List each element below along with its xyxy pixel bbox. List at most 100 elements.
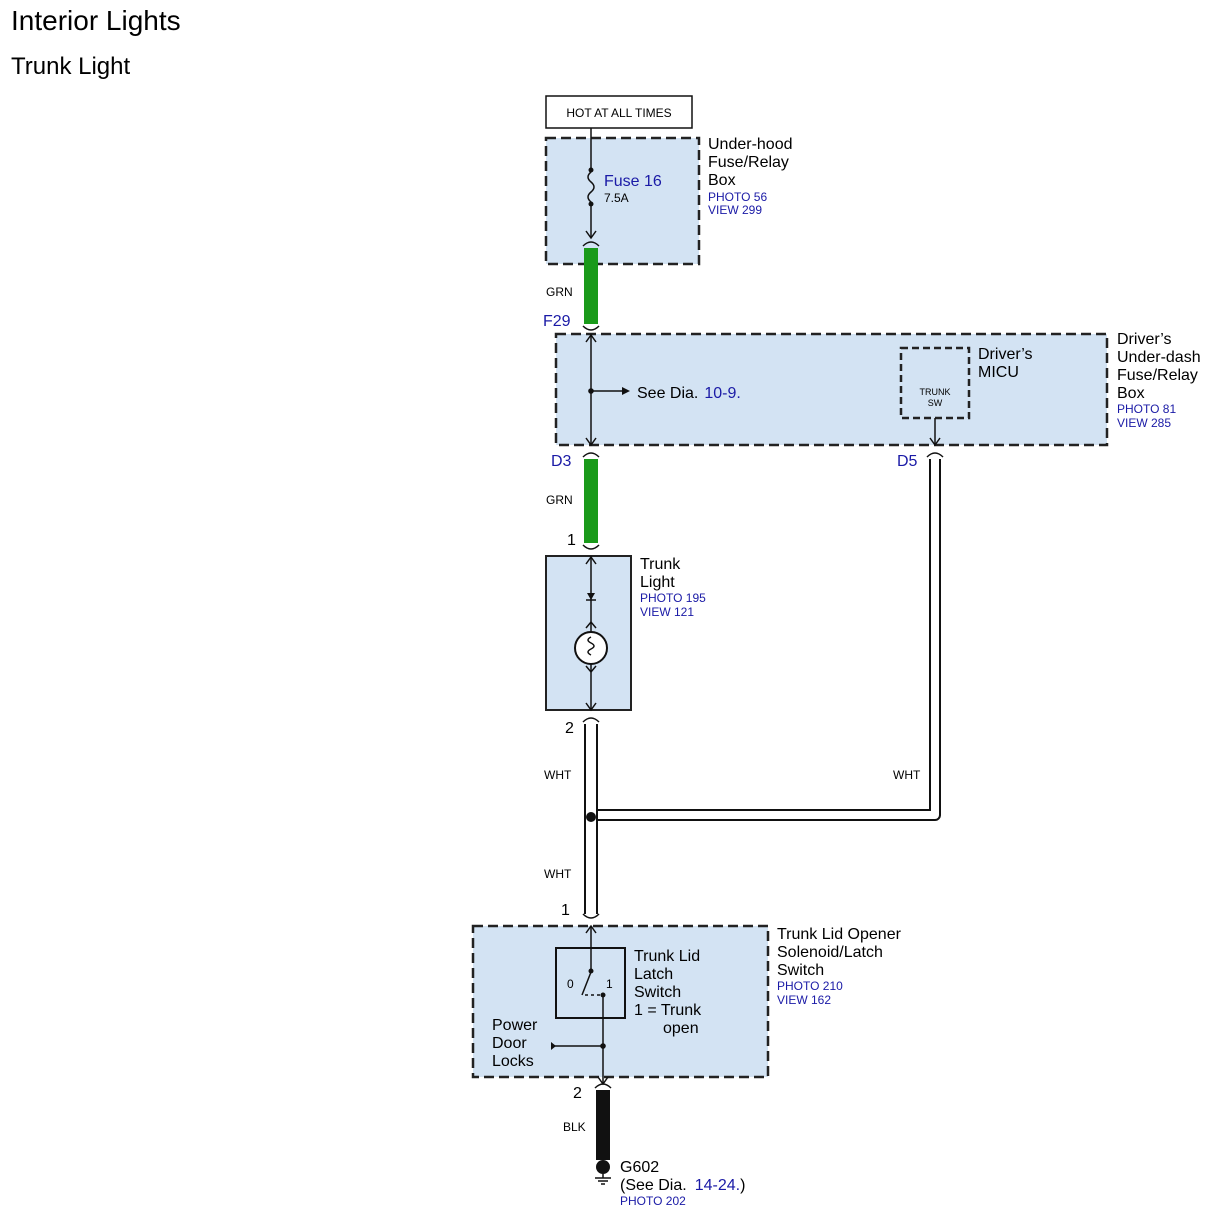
latch-switch-label-4: 1 = Trunk [634, 1002, 702, 1019]
pin-latch-1: 1 [561, 902, 570, 919]
latch-switch-label-3: Switch [634, 984, 681, 1001]
pdl-splice-dot [600, 1043, 606, 1049]
wire-label-wht-lower: WHT [544, 867, 572, 881]
see-dia-text: See Dia. 10-9. [637, 385, 741, 402]
latch-switch-label-2: Latch [634, 966, 673, 983]
switch-pivot [588, 968, 594, 974]
switch-contact [600, 992, 606, 998]
trunk-light-box [545, 555, 632, 711]
underhood-label-3: Box [708, 172, 736, 189]
underhood-fuse-box [544, 136, 701, 266]
pin-d5: D5 [897, 453, 918, 470]
pin-d3: D3 [551, 453, 572, 470]
hot-label-box [545, 95, 693, 129]
underhood-label-2: Fuse/Relay [708, 154, 789, 171]
connector-cap-d3 [582, 452, 600, 458]
arrow-up-icon [585, 924, 597, 934]
micu-label-1: Driver’s [978, 346, 1033, 363]
underhood-photo: PHOTO 56 [708, 190, 767, 204]
connector-cap-latch-2 [594, 1083, 612, 1089]
hot-label: HOT AT ALL TIMES [566, 106, 671, 120]
wht-wire-d5-outline [591, 459, 941, 821]
wire-label-wht-left: WHT [544, 768, 572, 782]
bulb-filament [587, 636, 595, 656]
connector-cap-f29 [582, 325, 600, 331]
latch-switch-label-1: Trunk Lid [634, 948, 700, 965]
wire-label-grn-mid: GRN [546, 493, 573, 507]
page-subtitle: Trunk Light [11, 53, 131, 80]
fuse-icon [587, 171, 595, 203]
arrow-down-icon [929, 437, 941, 447]
underdash-photo: PHOTO 81 [1117, 402, 1176, 416]
connector-cap-light-2 [582, 717, 600, 723]
diode-icon [587, 593, 595, 600]
latch-switch-label-5: open [663, 1020, 699, 1037]
fuse-terminal-top [588, 167, 594, 173]
connector-cap-d5 [926, 452, 944, 458]
trunk-light-label-2: Light [640, 574, 675, 591]
underdash-label-4: Box [1117, 385, 1145, 402]
see-dia-ref: 10-9. [704, 385, 740, 402]
latch-box-photo: PHOTO 210 [777, 979, 843, 993]
latch-box-view: VIEW 162 [777, 993, 831, 1007]
ground-see-prefix: (See Dia. [620, 1177, 687, 1194]
switch-pos-0: 0 [567, 977, 574, 991]
pdl-label-3: Locks [492, 1053, 534, 1070]
latch-box-label-2: Solenoid/Latch [777, 944, 883, 961]
arrow-down-icon [585, 230, 597, 240]
wire-label-wht-right: WHT [893, 768, 921, 782]
ground-see-suffix: ) [740, 1177, 745, 1194]
ground-terminal [596, 1160, 610, 1174]
see-dia-prefix: See Dia. [637, 385, 698, 402]
underdash-view: VIEW 285 [1117, 416, 1171, 430]
underhood-view: VIEW 299 [708, 203, 762, 217]
grn-wire-mid [584, 459, 598, 543]
page-title: Interior Lights [11, 5, 181, 36]
connector-cap-latch-1 [582, 913, 600, 919]
fuse-terminal-bottom [588, 201, 594, 207]
underhood-label-1: Under-hood [708, 136, 793, 153]
bulb-icon [574, 631, 608, 665]
blk-wire [596, 1090, 610, 1160]
pin-latch-2: 2 [573, 1085, 582, 1102]
micu-label-2: MICU [978, 364, 1019, 381]
trunk-light-view: VIEW 121 [640, 605, 694, 619]
wht-wire-d5 [591, 459, 939, 819]
arrow-down-icon [585, 702, 597, 712]
pin-light-1: 1 [567, 532, 576, 549]
driver-underdash-box [554, 332, 1109, 447]
wire-label-grn-top: GRN [546, 285, 573, 299]
trunk-light-label-1: Trunk [640, 556, 681, 573]
pdl-label-2: Door [492, 1035, 527, 1052]
ground-see-ref: 14-24. [695, 1177, 740, 1194]
arrow-up-icon [585, 555, 597, 565]
grn-wire-top [584, 248, 598, 324]
micu-box [899, 346, 971, 420]
trunk-sw-label-2: SW [928, 398, 943, 408]
connector-cap-top [582, 241, 600, 247]
bulb-chevron-top [585, 620, 597, 629]
bulb-chevron-bottom [585, 665, 597, 674]
latch-box-label-1: Trunk Lid Opener [777, 926, 902, 943]
arrow-down-icon [585, 437, 597, 447]
pdl-label-1: Power [492, 1017, 538, 1034]
pin-light-2: 2 [565, 720, 574, 737]
trunk-light-photo: PHOTO 195 [640, 591, 706, 605]
underdash-label-1: Driver’s [1117, 331, 1172, 348]
wire-label-blk: BLK [563, 1120, 586, 1134]
latch-box-label-3: Switch [777, 962, 824, 979]
pin-f29: F29 [543, 313, 571, 330]
wht-splice-dot [586, 812, 596, 822]
switch-blade [581, 971, 592, 996]
switch-pos-1: 1 [606, 977, 613, 991]
fuse-name: Fuse 16 [604, 173, 662, 190]
connector-cap-light-1 [582, 544, 600, 550]
trunk-sw-label-1: TRUNK [920, 387, 951, 397]
underdash-label-3: Fuse/Relay [1117, 367, 1198, 384]
arrow-up-icon [585, 333, 597, 343]
fuse-rating: 7.5A [604, 191, 629, 205]
arrow-right-icon [622, 387, 630, 395]
ground-see-dia: (See Dia. 14-24.) [620, 1177, 745, 1194]
arrow-right-icon [551, 1042, 556, 1050]
